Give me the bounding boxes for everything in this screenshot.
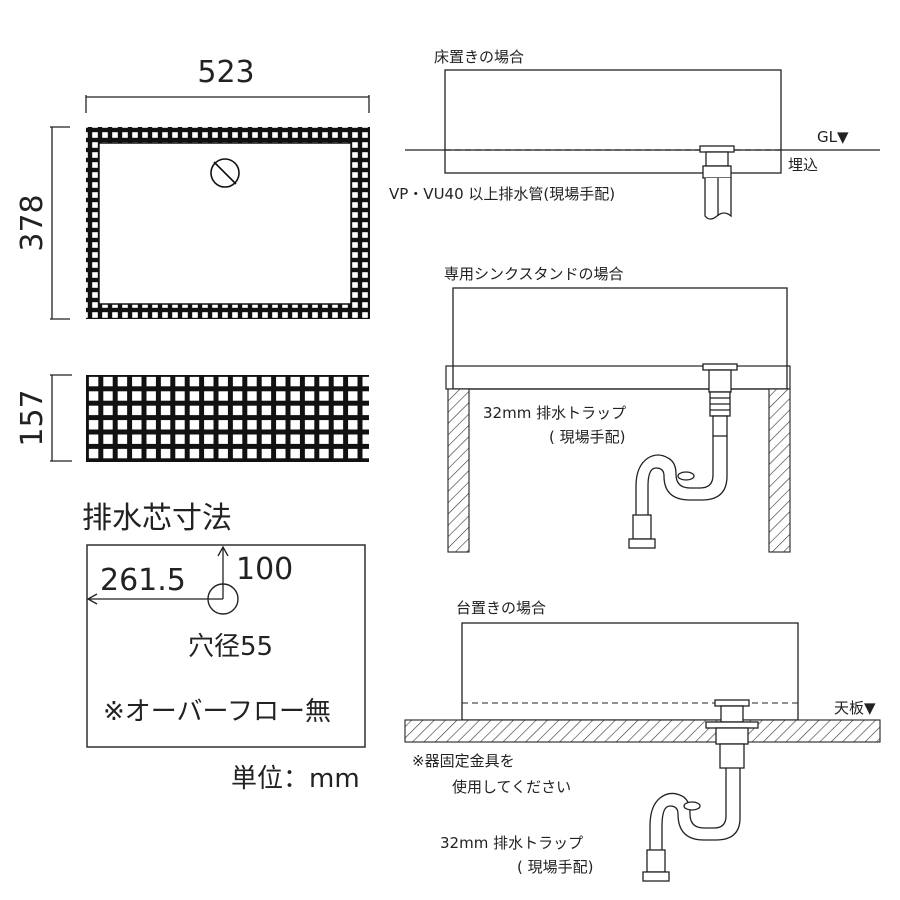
stand-trap-note-1: 32mm 排水トラップ xyxy=(483,404,626,422)
counter-trap xyxy=(642,699,759,882)
side-view: 157 xyxy=(15,374,369,462)
stand-trap-note-2: ( 現場手配) xyxy=(549,428,625,446)
stand-trap xyxy=(628,363,738,549)
fixture-note-1: ※器固定金具を xyxy=(412,752,515,770)
unit-label: 単位：mm xyxy=(231,764,360,794)
counter-trap-note-1: 32mm 排水トラップ xyxy=(440,834,583,852)
drain-dim-y: 100 xyxy=(236,552,293,587)
overflow-note: ※オーバーフロー無 xyxy=(103,697,331,727)
drain-symbol xyxy=(210,158,240,188)
width-dimension xyxy=(85,95,370,113)
drain-layout-frame xyxy=(86,544,366,748)
top-view: 523 378 xyxy=(15,55,370,320)
buried-label: 埋込 xyxy=(788,156,818,174)
hole-diameter: 穴径55 xyxy=(188,632,273,662)
side-height-label: 157 xyxy=(15,389,50,446)
pipe-note: VP・VU40 以上排水管(現場手配) xyxy=(389,185,615,203)
stand-install: 専用シンクスタンドの場合 32mm 排水トラップ ( 現場手配) xyxy=(444,265,791,553)
drain-layout: 排水芯寸法 261.5 100 穴径55 ※オーバーフロー無 単位：mm xyxy=(82,501,366,794)
floor-basin xyxy=(444,69,782,174)
width-dim-label: 523 xyxy=(197,55,254,90)
gl-label: GL▼ xyxy=(817,128,849,146)
height-dimension xyxy=(50,126,70,320)
fixture-note-2: 使用してください xyxy=(452,778,571,796)
stand-basin xyxy=(452,287,788,390)
floor-install: 床置きの場合 GL▼ 埋込 VP・VU40 以上排水管(現場手配) xyxy=(389,48,880,220)
counter-install: 台置きの場合 天板▼ ※器固定金具を 使用してください 32mm 排水トラップ … xyxy=(404,599,881,882)
counter-trap-note-2: ( 現場手配) xyxy=(517,858,593,876)
counter-top xyxy=(404,719,881,743)
drain-dimension-lines xyxy=(86,545,229,605)
stand-leg-left xyxy=(447,388,470,553)
height-dim-label: 378 xyxy=(15,194,50,251)
counter-label: 天板▼ xyxy=(834,699,876,717)
floor-drain-fitting xyxy=(699,145,735,220)
basin-side-tiles xyxy=(86,375,369,462)
drain-layout-title: 排水芯寸法 xyxy=(82,501,232,536)
stand-leg-right xyxy=(768,388,791,553)
counter-install-title: 台置きの場合 xyxy=(456,599,546,617)
side-height-dimension xyxy=(50,374,72,462)
floor-install-title: 床置きの場合 xyxy=(434,48,524,66)
basin-bowl xyxy=(98,142,352,305)
drain-dim-x: 261.5 xyxy=(100,563,186,598)
stand-install-title: 専用シンクスタンドの場合 xyxy=(444,265,624,283)
